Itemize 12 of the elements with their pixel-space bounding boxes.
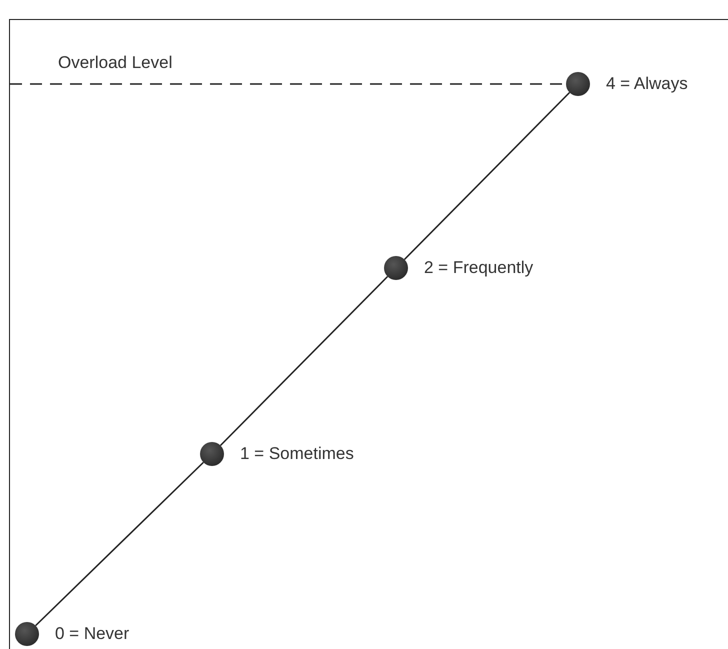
connector-line bbox=[220, 276, 388, 446]
data-point-dot bbox=[15, 622, 39, 646]
reference-label: Overload Level bbox=[58, 53, 172, 73]
connector-line bbox=[35, 462, 204, 626]
point-label: 1 = Sometimes bbox=[240, 444, 354, 464]
connector-line bbox=[404, 92, 570, 260]
data-point-dot bbox=[566, 72, 590, 96]
point-label: 0 = Never bbox=[55, 624, 130, 644]
data-point-dot bbox=[200, 442, 224, 466]
point-label: 4 = Always bbox=[606, 74, 688, 94]
point-label: 2 = Frequently bbox=[424, 258, 534, 278]
data-point-dot bbox=[384, 256, 408, 280]
